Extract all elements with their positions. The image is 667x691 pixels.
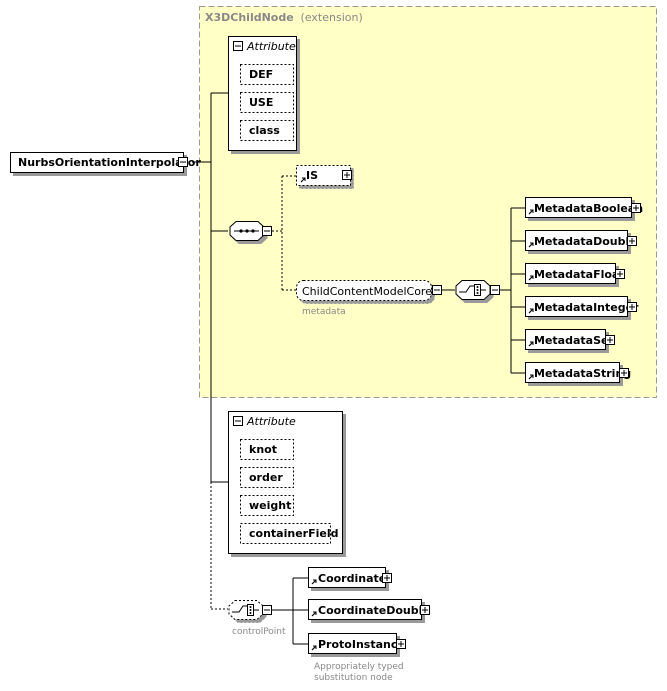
svg-text:knot: knot <box>249 443 277 456</box>
attribute-group-2-toggle[interactable] <box>233 416 243 426</box>
choice-compositor-icon <box>455 280 491 300</box>
svg-text:CoordinateDouble: CoordinateDouble <box>318 604 430 617</box>
attribute-group-1-toggle[interactable] <box>233 41 243 51</box>
metadata-integer-node[interactable]: MetadataInteger <box>525 296 640 317</box>
is-node-label: IS <box>306 169 318 182</box>
metadata-boolean-node[interactable]: MetadataBoolean <box>525 197 644 218</box>
control-point-collapse-button[interactable] <box>262 605 272 615</box>
svg-text:ProtoInstance: ProtoInstance <box>318 638 405 651</box>
coordinate-double-node[interactable]: CoordinateDouble <box>308 599 430 620</box>
choice-collapse-button[interactable] <box>490 285 500 295</box>
child-content-caption: metadata <box>302 307 346 317</box>
proto-instance-note-line1: Appropriately typed <box>314 662 404 672</box>
svg-text:MetadataBoolean: MetadataBoolean <box>534 202 643 215</box>
svg-text:containerField: containerField <box>249 527 338 540</box>
child-content-model-core-node[interactable]: ChildContentModelCore <box>296 280 433 301</box>
svg-text:Coordinate: Coordinate <box>318 572 386 585</box>
root-element-label: NurbsOrientationInterpolator <box>18 156 201 169</box>
svg-text:DEF: DEF <box>249 68 273 81</box>
control-point-choice-icon <box>228 600 264 620</box>
attribute-group-1-title: Attribute <box>246 40 296 53</box>
svg-text:order: order <box>249 471 283 484</box>
root-element-node[interactable]: NurbsOrientationInterpolator <box>10 152 202 173</box>
svg-text:MetadataSet: MetadataSet <box>534 334 614 347</box>
proto-instance-node[interactable]: ProtoInstance <box>308 633 406 654</box>
coordinate-node[interactable]: Coordinate <box>308 567 392 588</box>
svg-text:MetadataString: MetadataString <box>534 367 631 380</box>
attribute-group-2-title: Attribute <box>246 415 296 428</box>
metadata-double-node[interactable]: MetadataDouble <box>525 230 637 251</box>
is-node[interactable]: IS <box>296 165 351 186</box>
svg-text:MetadataFloat: MetadataFloat <box>534 268 625 281</box>
svg-text:USE: USE <box>249 96 273 109</box>
attribute-group-1: Attribute DEF USE class <box>228 36 297 151</box>
metadata-string-node[interactable]: MetadataString <box>525 362 632 383</box>
svg-text:MetadataInteger: MetadataInteger <box>534 301 639 314</box>
child-content-collapse-button[interactable] <box>432 285 442 295</box>
sequence-compositor-icon <box>229 221 265 241</box>
child-content-model-core-label: ChildContentModelCore <box>302 285 432 298</box>
root-collapse-button[interactable] <box>178 157 188 167</box>
proto-instance-note-line2: substitution node <box>314 673 393 683</box>
svg-text:class: class <box>249 124 280 137</box>
attribute-containerfield[interactable]: containerField <box>240 523 339 544</box>
attribute-use[interactable]: USE <box>240 92 294 113</box>
attribute-knot[interactable]: knot <box>240 439 294 460</box>
attribute-weight[interactable]: weight <box>240 495 294 516</box>
metadata-set-node[interactable]: MetadataSet <box>525 329 615 350</box>
control-point-caption: controlPoint <box>232 627 286 637</box>
svg-text:MetadataDouble: MetadataDouble <box>534 235 637 248</box>
connector-lines <box>192 92 525 645</box>
metadata-float-node[interactable]: MetadataFloat <box>525 263 625 284</box>
extension-group-title: X3DChildNode (extension) <box>205 11 363 24</box>
attribute-order[interactable]: order <box>240 467 294 488</box>
is-expand-button[interactable] <box>342 170 352 180</box>
attribute-class[interactable]: class <box>240 120 294 141</box>
attribute-def[interactable]: DEF <box>240 64 294 85</box>
sequence-collapse-button[interactable] <box>262 226 272 236</box>
attribute-group-2: Attribute knot order weight containerFie… <box>228 411 343 554</box>
svg-text:weight: weight <box>249 499 291 512</box>
